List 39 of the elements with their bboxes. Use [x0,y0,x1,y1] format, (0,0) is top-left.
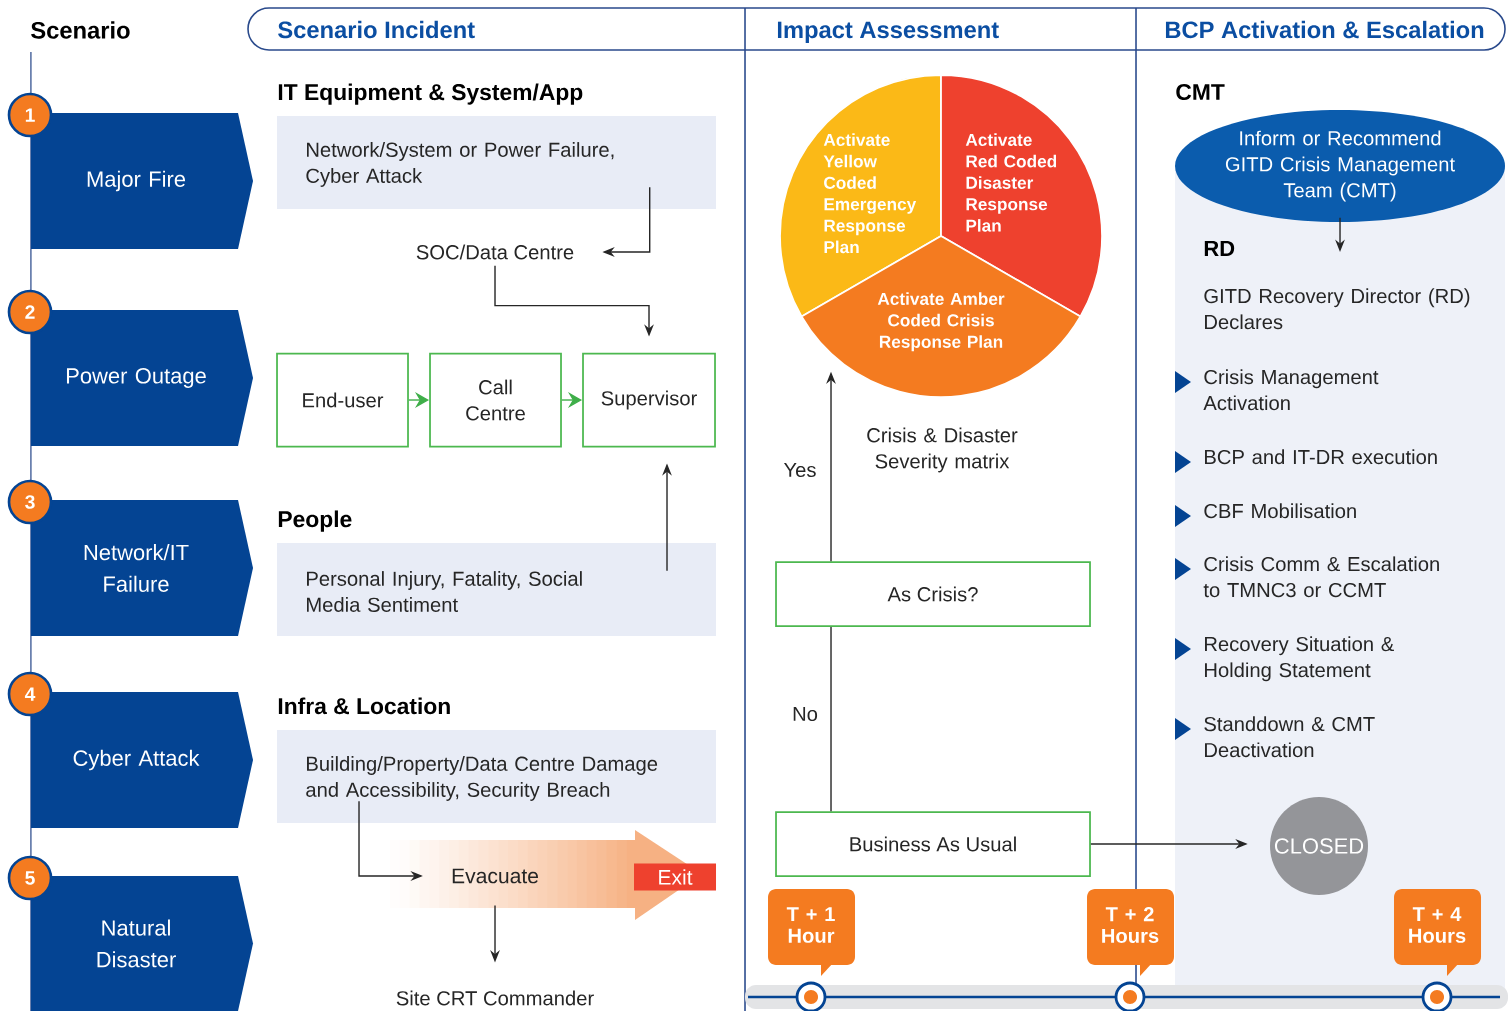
node-label: Infra & Location [278,697,450,715]
bullet-text: Crisis Comm & Escalation to TMNC3 or CCMT [1203,556,1439,598]
process-box: Call Centre [429,352,562,448]
bullet-text: Crisis Management Activation [1203,369,1379,411]
node-label: IT Equipment & System/App [278,83,583,105]
flow-label: Site CRT Commander [396,990,594,1006]
edge-label: Yes [781,461,819,479]
callout-number: 1 [7,92,53,138]
callout-number: 4 [7,671,53,717]
bullet-text: Standdown & CMT Deactivation [1204,716,1375,758]
bullet-text: CBF Mobilisation [1204,503,1356,519]
column-heading: BCP Activation & Escalation [1165,20,1484,39]
bullet-text: Recovery Situation & Holding Statement [1205,636,1394,682]
process-box: End-user [276,352,409,448]
process-box: Business As Usual [775,811,1091,877]
callout-number: 5 [7,855,53,901]
time-bubble: T + 1 Hour [768,889,855,976]
flow-label: SOC/Data Centre [416,244,574,260]
time-bubble: T + 4 Hours [1394,889,1481,976]
column-heading: Scenario [31,21,130,39]
column-heading: Impact Assessment [777,21,999,43]
bullet-text: BCP and IT-DR execution [1205,449,1437,465]
process-box: As Crisis? [775,561,1091,627]
section-heading: CMT [1176,83,1225,101]
caption: Crisis & Disaster Severity matrix [867,427,1018,473]
role-text: RD GITD Recovery Director (RD) Declares [1204,240,1470,330]
node-label: People [278,510,352,532]
callout-number: 2 [7,289,53,335]
time-bubble: T + 2 Hours [1087,889,1174,976]
connector-line [830,626,832,812]
column-heading: Scenario Incident [278,20,475,39]
process-box: Supervisor [582,352,716,448]
category-box: People Personal Injury, Fatality, Social Media Sentiment [277,510,716,636]
category-box: Infra & Location Building/Property/Data Centre Damage and Accessibility, Security Breach [277,697,716,823]
category-box: IT Equipment & System/App Network/System or Power Failure, Cyber Attack [277,83,716,209]
edge-label: No [790,705,820,723]
node-label: Evacuate [452,868,539,884]
exit-sign: Exit [634,863,716,891]
callout-number: 3 [7,479,53,525]
